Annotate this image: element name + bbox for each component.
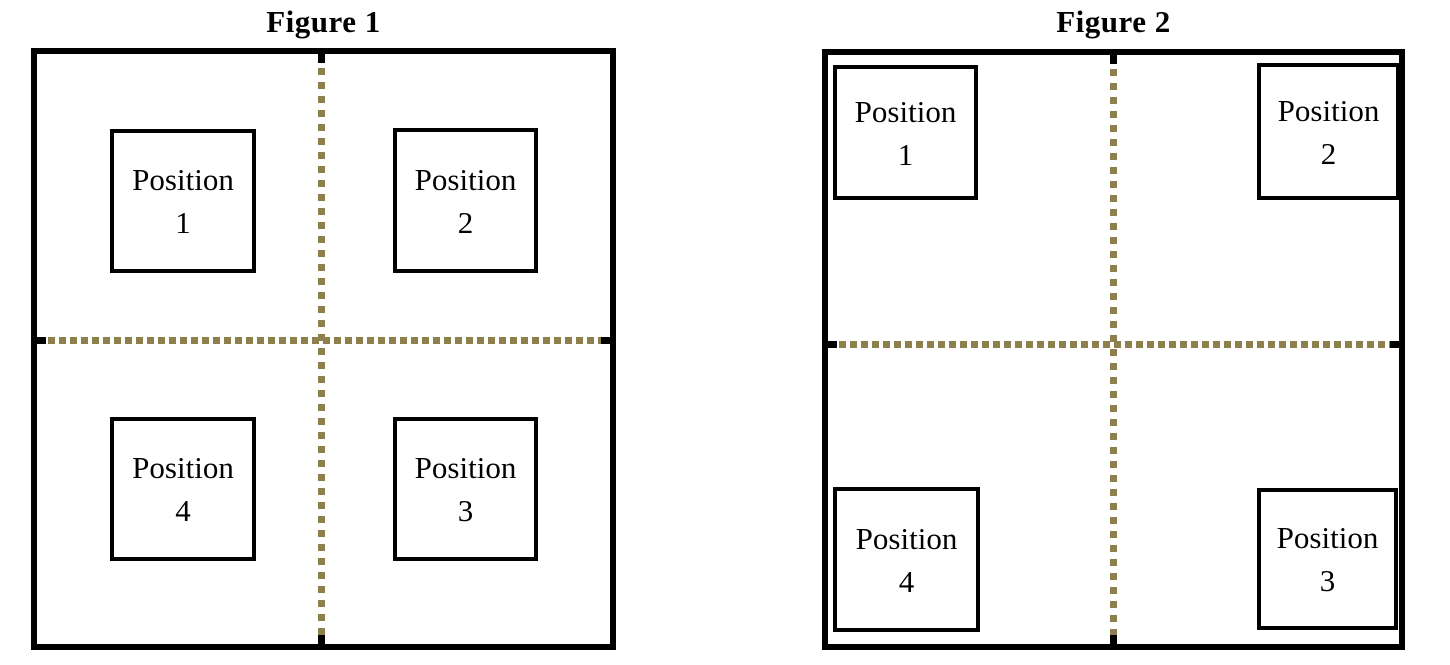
figure-2-position-4-box: Position 4	[833, 487, 980, 632]
divider-end-mark	[1390, 341, 1399, 348]
position-number: 4	[898, 563, 915, 599]
figure-1-position-1-box: Position 1	[110, 129, 256, 273]
divider-end-mark	[1110, 55, 1117, 64]
divider-end-mark	[601, 337, 610, 344]
position-number: 2	[457, 204, 474, 240]
position-label: Position	[1277, 92, 1380, 128]
divider-end-mark	[318, 635, 325, 644]
position-number: 3	[1319, 563, 1336, 598]
figure-2-position-2-box: Position 2	[1257, 63, 1400, 200]
position-number: 3	[457, 493, 474, 528]
position-label: Position	[855, 520, 958, 556]
figure-1-frame: Position 1 Position 2 Position 3 Positio…	[31, 48, 616, 650]
figure-1-position-4-box: Position 4	[110, 417, 256, 561]
figure-2-position-1-box: Position 1	[833, 65, 978, 200]
figure-1-title: Figure 1	[266, 4, 381, 39]
position-label: Position	[1276, 520, 1379, 555]
position-label: Position	[414, 161, 517, 197]
figure-2-title: Figure 2	[1056, 4, 1171, 39]
position-number: 4	[175, 493, 191, 528]
figure-2-vertical-divider	[1110, 55, 1117, 644]
figure-1-vertical-divider	[318, 54, 325, 644]
figure-1-horizontal-divider	[37, 337, 610, 344]
figure-2-position-3-box: Position 3	[1257, 488, 1398, 630]
position-label: Position	[132, 450, 234, 485]
divider-end-mark	[1110, 635, 1117, 644]
position-label: Position	[132, 162, 234, 197]
divider-end-mark	[318, 54, 325, 63]
position-label: Position	[414, 450, 517, 485]
figure-1-position-3-box: Position 3	[393, 417, 538, 561]
figure-2-horizontal-divider	[828, 341, 1399, 348]
figure-1-position-2-box: Position 2	[393, 128, 538, 273]
position-number: 2	[1320, 135, 1337, 171]
figure-2-frame: Position 1 Position 2 Position 3 Positio…	[822, 49, 1405, 650]
position-number: 1	[897, 136, 914, 172]
position-number: 1	[175, 205, 191, 240]
divider-end-mark	[828, 341, 837, 348]
divider-end-mark	[37, 337, 46, 344]
position-label: Position	[854, 93, 957, 129]
